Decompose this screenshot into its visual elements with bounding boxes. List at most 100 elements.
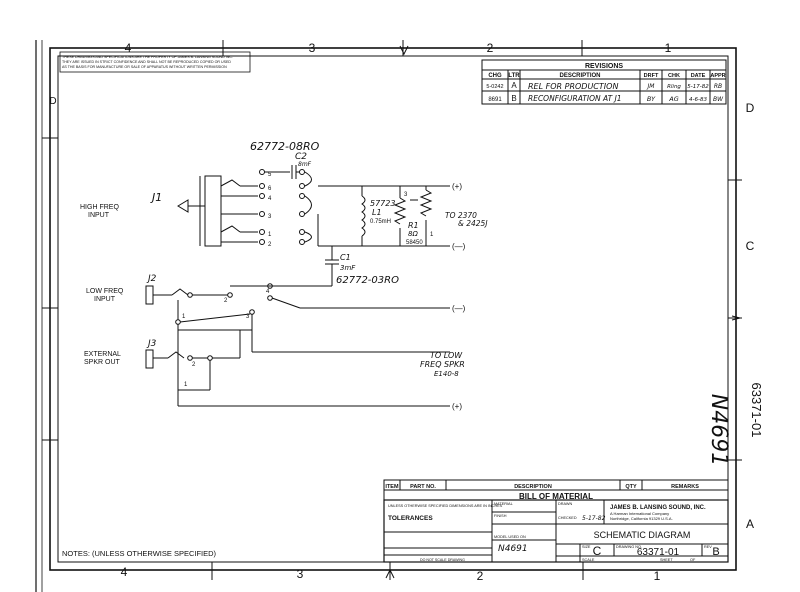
pin-number: 1	[268, 232, 272, 238]
c2-label: C2	[295, 152, 307, 162]
lf-minus-terminal: (—)	[452, 304, 466, 313]
j3-label: J3	[146, 339, 157, 349]
rev-header-date: DATE	[691, 73, 706, 79]
rev-header-chg: CHG	[488, 73, 502, 79]
l1-label: L1	[372, 208, 382, 217]
drawing-title: SCHEMATIC DIAGRAM	[594, 530, 691, 540]
zone-top-3: 3	[309, 41, 316, 55]
r1-value: 8Ω	[408, 230, 418, 238]
j2-label: J2	[146, 274, 157, 284]
hf-minus-terminal: (—)	[452, 242, 466, 251]
rev-row-a-chg: 5-0242	[486, 84, 503, 90]
zone-right-d: D	[746, 101, 755, 115]
scale-label: SCALE	[582, 558, 595, 562]
pin-number: 2	[224, 298, 228, 304]
schematic-wiring	[145, 165, 450, 407]
used-on-label: MODEL USED ON	[494, 535, 526, 539]
to-low-freq-line3: E140-8	[434, 370, 459, 378]
notes-label: NOTES: (UNLESS OTHERWISE SPECIFIED)	[62, 549, 217, 558]
part-number-c1: 62772-03RO	[336, 275, 399, 286]
rev-header-chk: CHK	[668, 73, 680, 79]
size-value: C	[593, 544, 602, 558]
rev-row-a-date: 5-17-82	[687, 84, 709, 90]
r1-label: R1	[408, 221, 419, 230]
rev-row-b-chg: 8691	[488, 97, 502, 103]
pin-number: 2	[268, 242, 272, 248]
pin-number: 2	[192, 362, 196, 368]
zone-bottom-3: 3	[297, 567, 304, 581]
zone-right-c: C	[746, 239, 755, 253]
pin-number: 1	[430, 232, 434, 238]
rev-row-a-chk: Rling	[667, 84, 681, 90]
zone-top-4: 4	[125, 41, 132, 55]
to-low-freq-line1: TO LOW	[430, 351, 463, 360]
pin-number: 3	[268, 214, 272, 220]
rev-row-a-drft: JM	[647, 83, 656, 90]
c1-value: 3mF	[340, 264, 356, 272]
drawing-no-value: 63371-01	[637, 547, 680, 558]
l1-part: 57723	[370, 199, 395, 208]
rev-header-ltr: LTR	[508, 73, 520, 79]
r1-part: 58450	[406, 240, 423, 246]
pin-number: 1	[184, 382, 188, 388]
checked-label: CHECKED	[558, 516, 577, 520]
j1-label: J1	[150, 191, 162, 204]
rev-header-description: DESCRIPTION	[559, 73, 600, 79]
zone-top-1: 1	[665, 41, 672, 55]
zone-bottom-2: 2	[477, 569, 484, 583]
ext-spkr-out-line1: EXTERNAL	[84, 351, 121, 358]
rev-row-b-chk: AG	[668, 95, 678, 103]
material-label: MATERIAL	[494, 502, 513, 506]
bom-header-remarks: REMARKS	[671, 484, 699, 490]
high-freq-input-line2: INPUT	[88, 212, 110, 219]
c1-label: C1	[340, 253, 351, 262]
rev-header-appr: APPR	[710, 73, 725, 79]
bom-header-part-no: PART NO.	[410, 484, 436, 490]
rev-header-drft: DRFT	[644, 73, 659, 79]
l1-value: 0.75mH	[370, 219, 391, 225]
zone-bottom-1: 1	[654, 569, 661, 583]
to-hf-speaker-2: & 2425J	[458, 219, 488, 228]
company-line-2: A Harman International Company	[610, 511, 669, 516]
rev-row-b-date: 4-6-83	[689, 97, 707, 103]
hf-plus-terminal: (+)	[452, 182, 462, 191]
rev-row-b-ltr: B	[511, 94, 516, 103]
side-drawing-number: 63371-01	[749, 383, 764, 438]
rev-row-b-desc: RECONFIGURATION AT J1	[528, 94, 622, 103]
part-number-top: 62772-08RO	[250, 140, 320, 153]
zone-top-2: 2	[487, 41, 494, 55]
title-block	[383, 499, 729, 563]
zone-right-a: A	[746, 517, 754, 531]
c2-value: 8mF	[298, 161, 312, 168]
bom-title: BILL OF MATERIAL	[519, 492, 593, 501]
pin-number: 4	[266, 289, 270, 295]
pin-number: 3	[246, 314, 250, 320]
notice-line-1: THESE DRAWINGS AND SPECIFICATIONS ARE TH…	[62, 55, 233, 59]
rev-row-a-ltr: A	[511, 81, 517, 90]
low-freq-input-line2: INPUT	[94, 296, 116, 303]
bom-header-description: DESCRIPTION	[514, 484, 552, 490]
ext-plus-terminal: (+)	[452, 402, 462, 411]
size-label: SIZE	[582, 545, 591, 549]
company-line-3: Northridge, California 91329 U.S.A.	[610, 516, 673, 521]
rev-value: B	[712, 546, 719, 558]
zone-left-d: D	[49, 96, 56, 107]
zone-bottom-4: 4	[121, 565, 128, 579]
bom-header-item: ITEM	[385, 484, 399, 490]
ext-spkr-out-line2: SPKR OUT	[84, 359, 121, 366]
bom-header-qty: QTY	[625, 484, 637, 490]
pin-number: 6	[268, 186, 272, 192]
tolerances-note: UNLESS OTHERWISE SPECIFIED DIMENSIONS AR…	[388, 504, 503, 508]
low-freq-input-line1: LOW FREQ	[86, 288, 124, 295]
high-freq-input-line1: HIGH FREQ	[80, 204, 119, 211]
pin-number: 4	[268, 196, 272, 202]
notice-line-2: THEY ARE ISSUED IN STRICT CONFIDENCE AND…	[62, 60, 231, 64]
proprietary-notice: THESE DRAWINGS AND SPECIFICATIONS ARE TH…	[59, 51, 251, 73]
checked-date: 5-17-82	[582, 515, 606, 522]
rev-row-a-appr: RB	[714, 83, 722, 90]
drawn-label: DRAWN	[558, 502, 572, 506]
notice-line-3: AS THE BASIS FOR MANUFACTURE OR SALE OF …	[62, 65, 227, 69]
rev-row-b-appr: BW	[713, 96, 724, 103]
sheet-label: SHEET	[660, 558, 673, 562]
finish-label: FINISH	[494, 514, 507, 518]
